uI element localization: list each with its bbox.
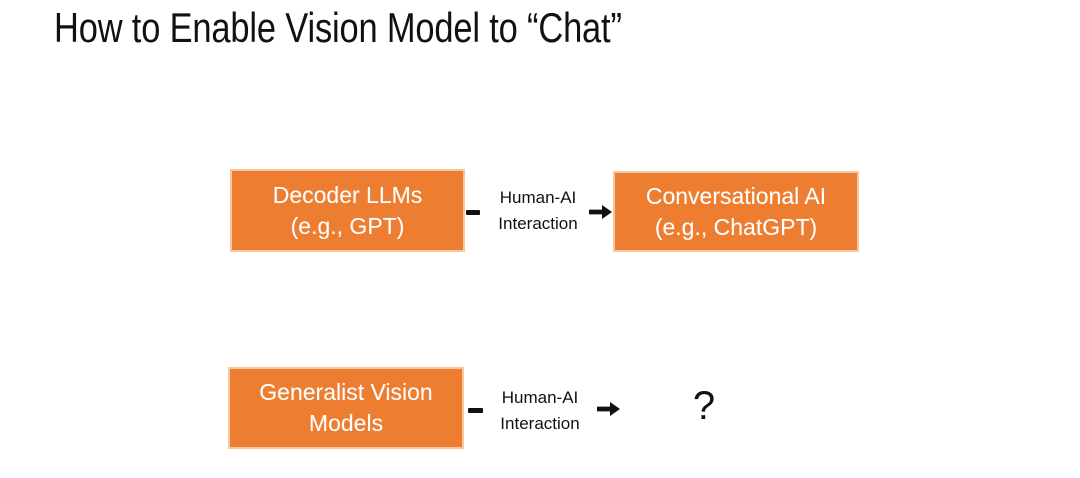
connector-label-human-ai-interaction-1: Human-AI Interaction <box>482 185 594 237</box>
page-title: How to Enable Vision Model to “Chat” <box>54 4 622 51</box>
box-decoder-llms-line-2: (e.g., GPT) <box>290 212 405 239</box>
box-conversational-ai-line-2: (e.g., ChatGPT) <box>654 213 818 240</box>
arrow-right-icon <box>589 203 613 221</box>
connector-label-line-1: Human-AI <box>501 388 579 407</box>
dash-icon <box>468 408 483 413</box>
dash-icon <box>466 210 480 215</box>
arrow-right-icon <box>597 400 621 418</box>
box-generalist-vision-models-line-2: Models <box>308 410 384 436</box>
box-generalist-vision-models[interactable]: Generalist Vision Models <box>228 367 464 449</box>
connector-label-line-2: Interaction <box>500 414 580 433</box>
box-decoder-llms-line-1: Decoder LLMs <box>272 181 423 208</box>
box-generalist-vision-models-line-1: Generalist Vision <box>259 379 433 405</box>
connector-label-human-ai-interaction-2: Human-AI Interaction <box>484 385 596 437</box>
box-conversational-ai[interactable]: Conversational AI (e.g., ChatGPT) <box>613 171 859 252</box>
question-mark: ? <box>692 384 716 428</box>
box-decoder-llms[interactable]: Decoder LLMs (e.g., GPT) <box>230 169 465 252</box>
box-conversational-ai-line-1: Conversational AI <box>645 182 827 209</box>
connector-label-line-1: Human-AI <box>499 188 577 207</box>
connector-label-line-2: Interaction <box>498 214 578 233</box>
